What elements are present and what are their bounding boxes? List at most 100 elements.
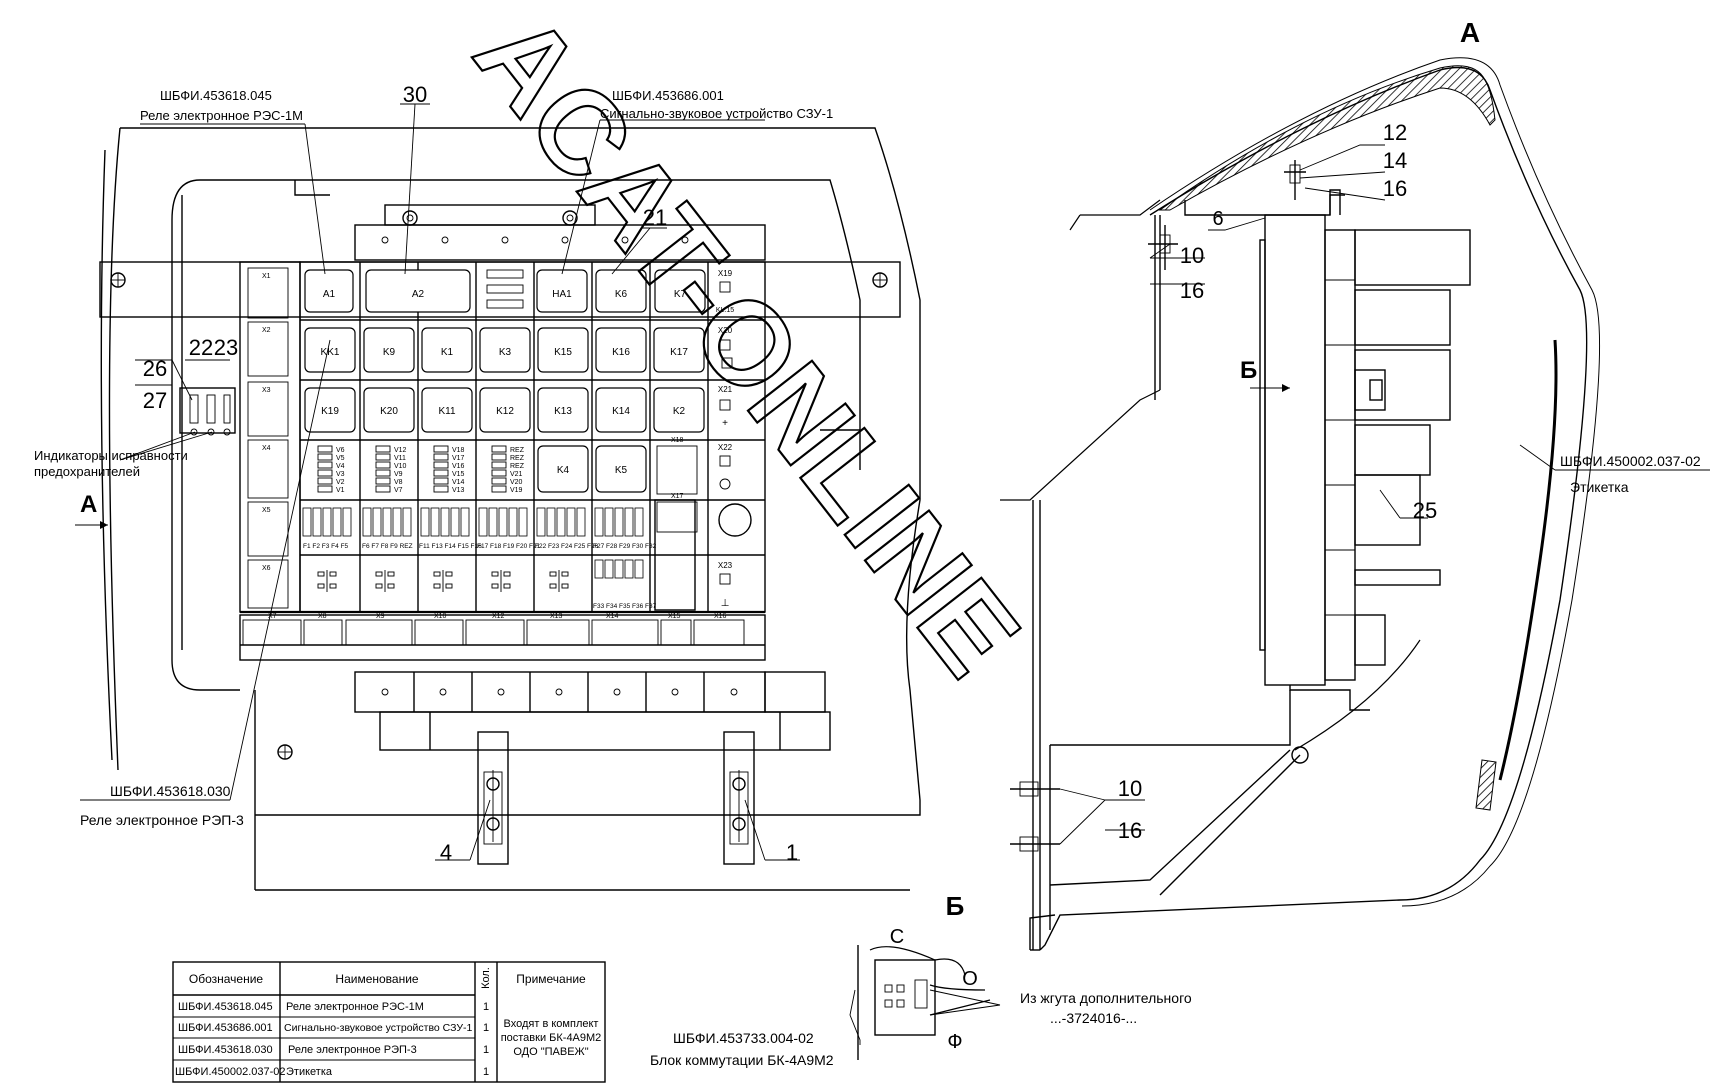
relay-k5 xyxy=(595,445,647,493)
table-header: Наименование xyxy=(335,972,419,986)
terminal-label: X20 xyxy=(718,326,733,335)
connector-label: X16 xyxy=(714,613,727,620)
table-cell: Реле электронное РЭП-3 xyxy=(288,1044,417,1056)
connector-label: X15 xyxy=(668,613,681,620)
relay-label: K9 xyxy=(383,347,396,358)
relay-label: K5 xyxy=(615,465,628,476)
relay-label: K4 xyxy=(557,465,570,476)
view-b-arrow-label: Б xyxy=(1240,357,1257,384)
mid-connectors: X18 X17 xyxy=(656,437,698,533)
fuse-label: F6 F7 F8 F9 REZ xyxy=(362,543,413,550)
connector-label: X10 xyxy=(434,613,447,620)
diode-label: REZ xyxy=(510,455,525,462)
diode-label: V3 xyxy=(336,471,345,478)
fuse-label: F1 F2 F3 F4 F5 xyxy=(303,543,349,550)
relay-k9 xyxy=(363,327,415,373)
bracket-1 xyxy=(723,731,755,865)
connector-label: X9 xyxy=(376,613,385,620)
position-21: 21 xyxy=(643,205,667,230)
relay-k14 xyxy=(595,387,647,433)
right-column: X19 KL.15 X20 X21 + X22 X23 ⊥ xyxy=(716,269,752,609)
connector-label: X17 xyxy=(671,493,684,500)
position-12: 12 xyxy=(1383,120,1407,145)
fuse-label: F17 F18 F19 F20 F21 xyxy=(477,543,541,550)
relay-a1 xyxy=(304,269,354,313)
fuse-label: F11 F13 F14 F15 F16 xyxy=(419,543,482,550)
diode-group-4: REZ REZ REZ V21 V20 V19 xyxy=(491,445,525,494)
terminal-label: + xyxy=(722,418,728,429)
connector-label: X4 xyxy=(262,445,271,452)
relay-label: K11 xyxy=(438,406,455,417)
position-26: 26 xyxy=(143,356,167,381)
bracket-4 xyxy=(477,731,509,865)
indicator-panel xyxy=(179,387,236,436)
diode-label: V19 xyxy=(510,487,523,494)
view-a-title: А xyxy=(1460,17,1480,48)
relay-slot xyxy=(486,284,524,294)
relay-k3 xyxy=(479,327,531,373)
relay-slot xyxy=(486,269,524,279)
position-1: 1 xyxy=(786,840,798,865)
fuse-block xyxy=(239,261,766,614)
left-connectors: X1 X2 X3 X4 X5 X6 xyxy=(247,267,289,609)
connector-label: X14 xyxy=(606,613,619,620)
relay-a2 xyxy=(365,269,471,313)
table-cell: 1 xyxy=(483,1001,489,1013)
diode-label: V18 xyxy=(452,447,465,454)
bk-block xyxy=(1184,189,1471,711)
relay-k7 xyxy=(654,269,706,313)
main-view-outline xyxy=(100,127,921,891)
fuse-strips: F1 F2 F3 F4 F5 F6 F7 F8 F9 REZ F11 F13 F… xyxy=(302,507,657,610)
relay-label: K20 xyxy=(380,406,398,417)
wire-c-label: С xyxy=(890,926,904,948)
table-cell: Реле электронное РЭС-1М xyxy=(286,1001,424,1013)
position-25: 25 xyxy=(1413,498,1437,523)
diode-groups: V6 V5 V4 V3 V2 V1 V12 V11 V10 V9 V8 V7 V… xyxy=(317,445,525,494)
relay-k12 xyxy=(479,387,531,433)
relay-label: K13 xyxy=(554,406,572,417)
diode-label: V2 xyxy=(336,479,345,486)
relay-ha1 xyxy=(536,269,588,313)
wire-f-label: Ф xyxy=(947,1031,962,1053)
position-23: 23 xyxy=(214,335,238,360)
table-cell: ШБФИ.450002.037-02 xyxy=(175,1066,286,1078)
relay-label: K12 xyxy=(496,406,514,417)
position-16-top: 16 xyxy=(1383,176,1407,201)
position-14: 14 xyxy=(1383,148,1407,173)
diode-label: V8 xyxy=(394,479,403,486)
connector-label: X2 xyxy=(262,327,271,334)
view-b-drawing xyxy=(849,945,1001,1060)
diode-label: V10 xyxy=(394,463,407,470)
relay-label: K7 xyxy=(674,289,687,300)
lamp-circle xyxy=(718,503,752,537)
top-plates xyxy=(354,204,766,261)
callout-bk-name: Блок коммутации БК-4А9М2 xyxy=(650,1052,834,1068)
callout-rep3-code: ШБФИ.453618.030 xyxy=(110,783,231,799)
relay-label: K6 xyxy=(615,289,628,300)
diode-label: V20 xyxy=(510,479,523,486)
relay-label: K2 xyxy=(673,406,686,417)
relay-slot xyxy=(486,299,524,309)
position-27: 27 xyxy=(143,388,167,413)
table-cell: ШБФИ.453618.030 xyxy=(178,1044,273,1056)
diode-label: V1 xyxy=(336,487,345,494)
fuse-label: F22 F23 F24 F25 F26 xyxy=(535,543,599,550)
table-cell: Сигнально-звуковое устройство СЗУ-1 xyxy=(284,1022,473,1034)
relay-label: HA1 xyxy=(552,289,572,300)
relay-k20 xyxy=(363,387,415,433)
relay-label: A2 xyxy=(412,289,425,300)
table-header: Обозначение xyxy=(189,972,264,986)
table-header: Кол. xyxy=(480,967,492,989)
relay-label: K17 xyxy=(670,347,688,358)
diode-label: V21 xyxy=(510,471,523,478)
diode-label: V13 xyxy=(452,487,465,494)
left-leaders xyxy=(80,103,800,861)
terminal-label: KL.15 xyxy=(716,307,734,314)
table-cell: ШБФИ.453618.045 xyxy=(178,1001,273,1013)
callout-rep3-name: Реле электронное РЭП-3 xyxy=(80,812,244,828)
relay-k4 xyxy=(537,445,589,493)
diode-label: V14 xyxy=(452,479,465,486)
terminal-label: ⊥ xyxy=(721,598,730,609)
terminal-label: X22 xyxy=(718,443,733,452)
relay-label: KK1 xyxy=(321,347,340,358)
